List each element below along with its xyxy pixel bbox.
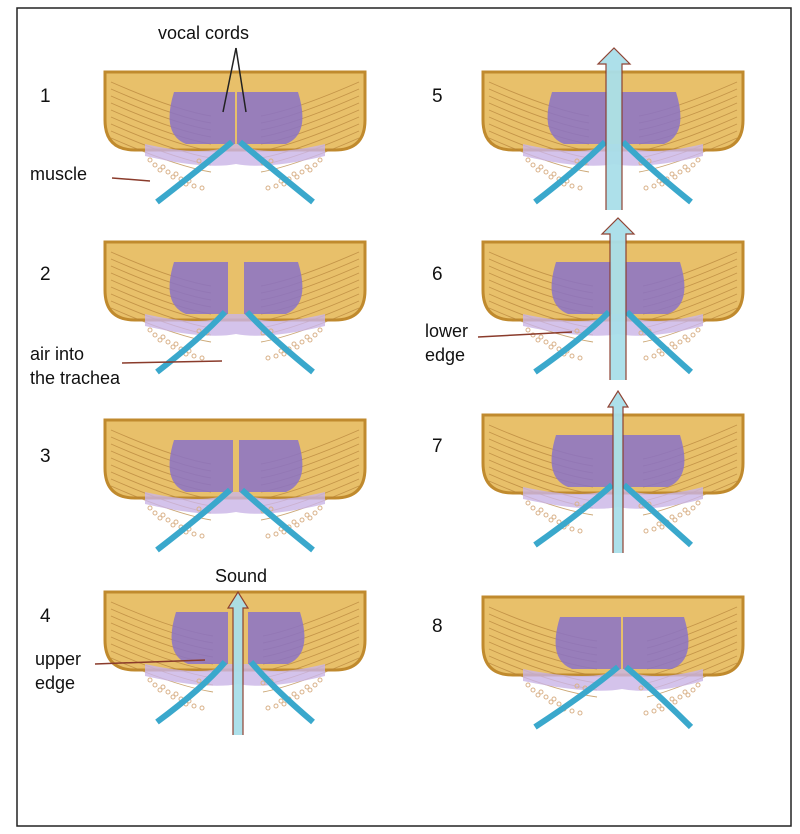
panel-number: 1 (40, 86, 51, 107)
vocal-cord-right (237, 92, 302, 144)
vocal-cord-right (239, 440, 302, 492)
vocal-cord-right (621, 435, 684, 487)
vocal-cord-left (172, 612, 228, 664)
lower-edge-label-line2: edge (425, 345, 465, 365)
vocal-cord-left (552, 262, 612, 314)
panel-number: 3 (40, 446, 51, 467)
sound-label: Sound (215, 566, 267, 586)
vocal-cord-right (244, 262, 302, 314)
panel-number: 2 (40, 264, 51, 285)
lower-edge-label-line1: lower (425, 321, 468, 341)
panel-number: 7 (432, 436, 443, 457)
muscle-label: muscle (30, 164, 87, 184)
panel-number: 6 (432, 264, 443, 285)
vocal-cord-right (248, 612, 304, 664)
vocal-cord-left (548, 92, 608, 144)
air-label-line2: the trachea (30, 368, 121, 388)
vocal-cord-left (552, 435, 615, 487)
vocal-cords-label: vocal cords (158, 23, 249, 43)
air-label-line1: air into (30, 344, 84, 364)
vocal-cord-right (620, 92, 680, 144)
vocal-cord-right (623, 617, 688, 669)
tissue-bowl (105, 420, 365, 498)
upper-edge-label-line1: upper (35, 649, 81, 669)
panel-number: 5 (432, 86, 443, 107)
tissue-bowl (105, 242, 365, 320)
panel-number: 4 (40, 606, 51, 627)
vocal-cord-right (624, 262, 684, 314)
vocal-cord-left (170, 262, 228, 314)
panel-number: 8 (432, 616, 443, 637)
upper-edge-label-line2: edge (35, 673, 75, 693)
vocal-cord-left (556, 617, 621, 669)
vocal-cord-left (170, 440, 233, 492)
